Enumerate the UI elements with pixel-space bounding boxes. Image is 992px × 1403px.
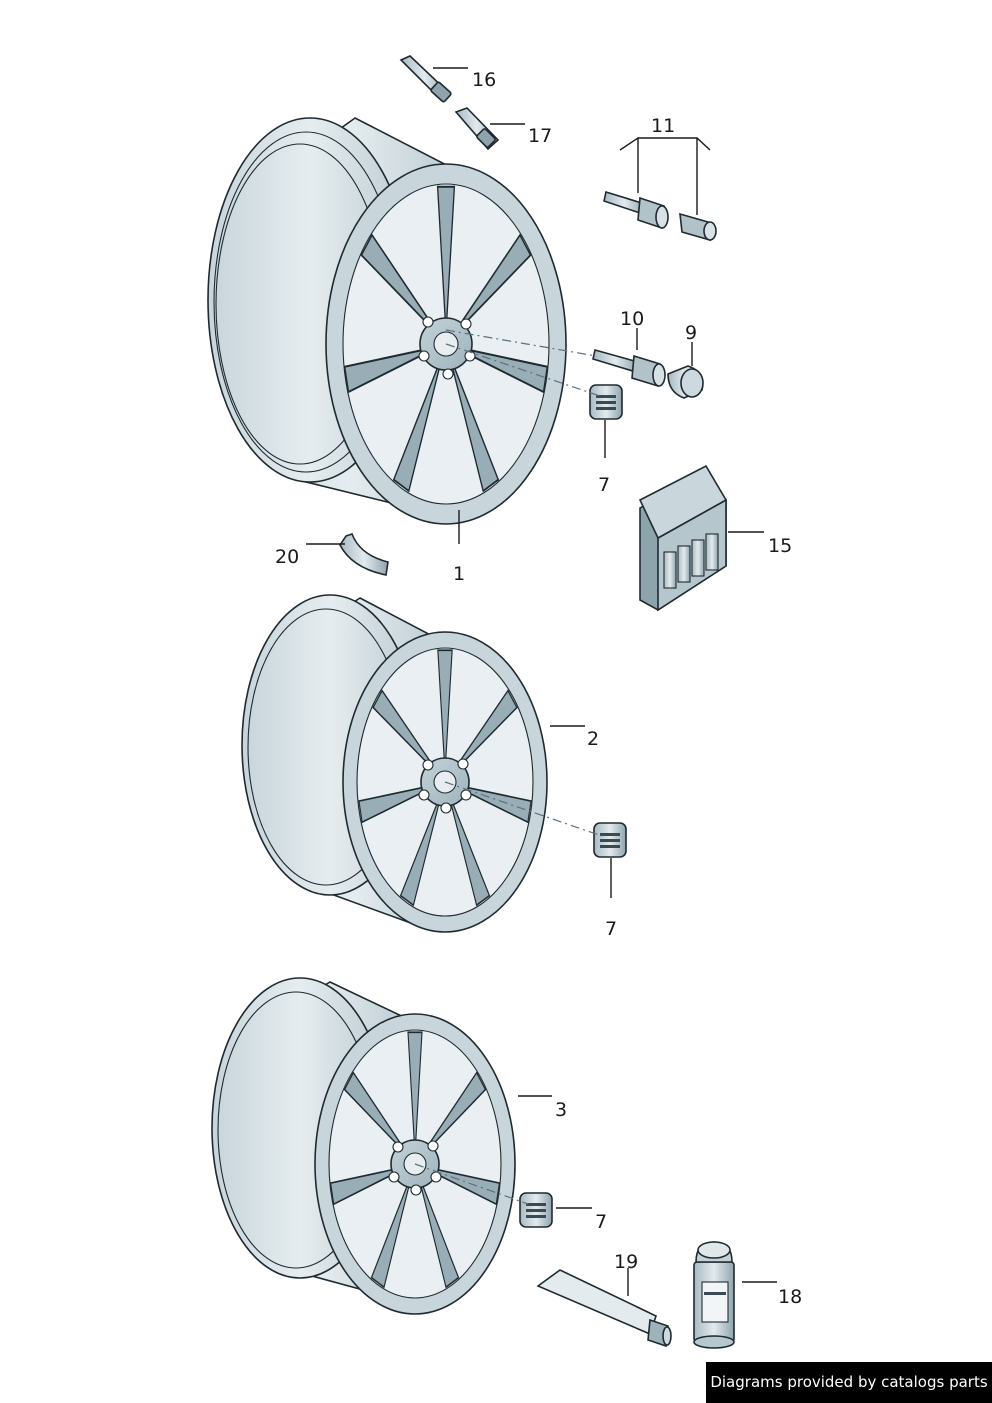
- callout-7-wheel-3: 7: [595, 1211, 607, 1233]
- leader-lines: [306, 67, 777, 1296]
- callout-7-wheel-1: 7: [598, 474, 610, 496]
- callout-19: 19: [614, 1251, 638, 1273]
- callout-9: 9: [685, 322, 697, 344]
- hub-cap-3: [519, 1192, 553, 1228]
- credit-banner: Diagrams provided by catalogs parts: [706, 1362, 992, 1403]
- valve-16: [399, 55, 452, 103]
- hub-cap-1: [589, 384, 623, 420]
- callout-20: 20: [275, 546, 299, 568]
- callout-17: 17: [528, 125, 552, 147]
- callout-10: 10: [620, 308, 644, 330]
- spray-can-18: [693, 1241, 735, 1349]
- wheel-3: [211, 977, 516, 1315]
- paste-tube-19: [536, 1269, 672, 1348]
- bolt-cap-9: [667, 365, 704, 399]
- lock-set-15: [638, 464, 728, 612]
- callout-11: 11: [651, 115, 675, 137]
- wheel-1: [207, 117, 567, 525]
- callout-16: 16: [472, 69, 496, 91]
- valve-17: [454, 107, 500, 151]
- callout-1: 1: [453, 563, 465, 585]
- balance-weight: [339, 532, 389, 576]
- callout-15: 15: [768, 535, 792, 557]
- wheel-bolt-11b: [679, 212, 717, 242]
- wheel-2: [241, 594, 548, 933]
- callout-3: 3: [555, 1099, 567, 1121]
- callout-18: 18: [778, 1286, 802, 1308]
- callout-2: 2: [587, 728, 599, 750]
- wheel-bolt-10: [592, 349, 666, 388]
- callout-7-wheel-2: 7: [605, 918, 617, 940]
- hub-cap-2: [593, 822, 627, 858]
- wheel-bolt-11a: [603, 190, 669, 230]
